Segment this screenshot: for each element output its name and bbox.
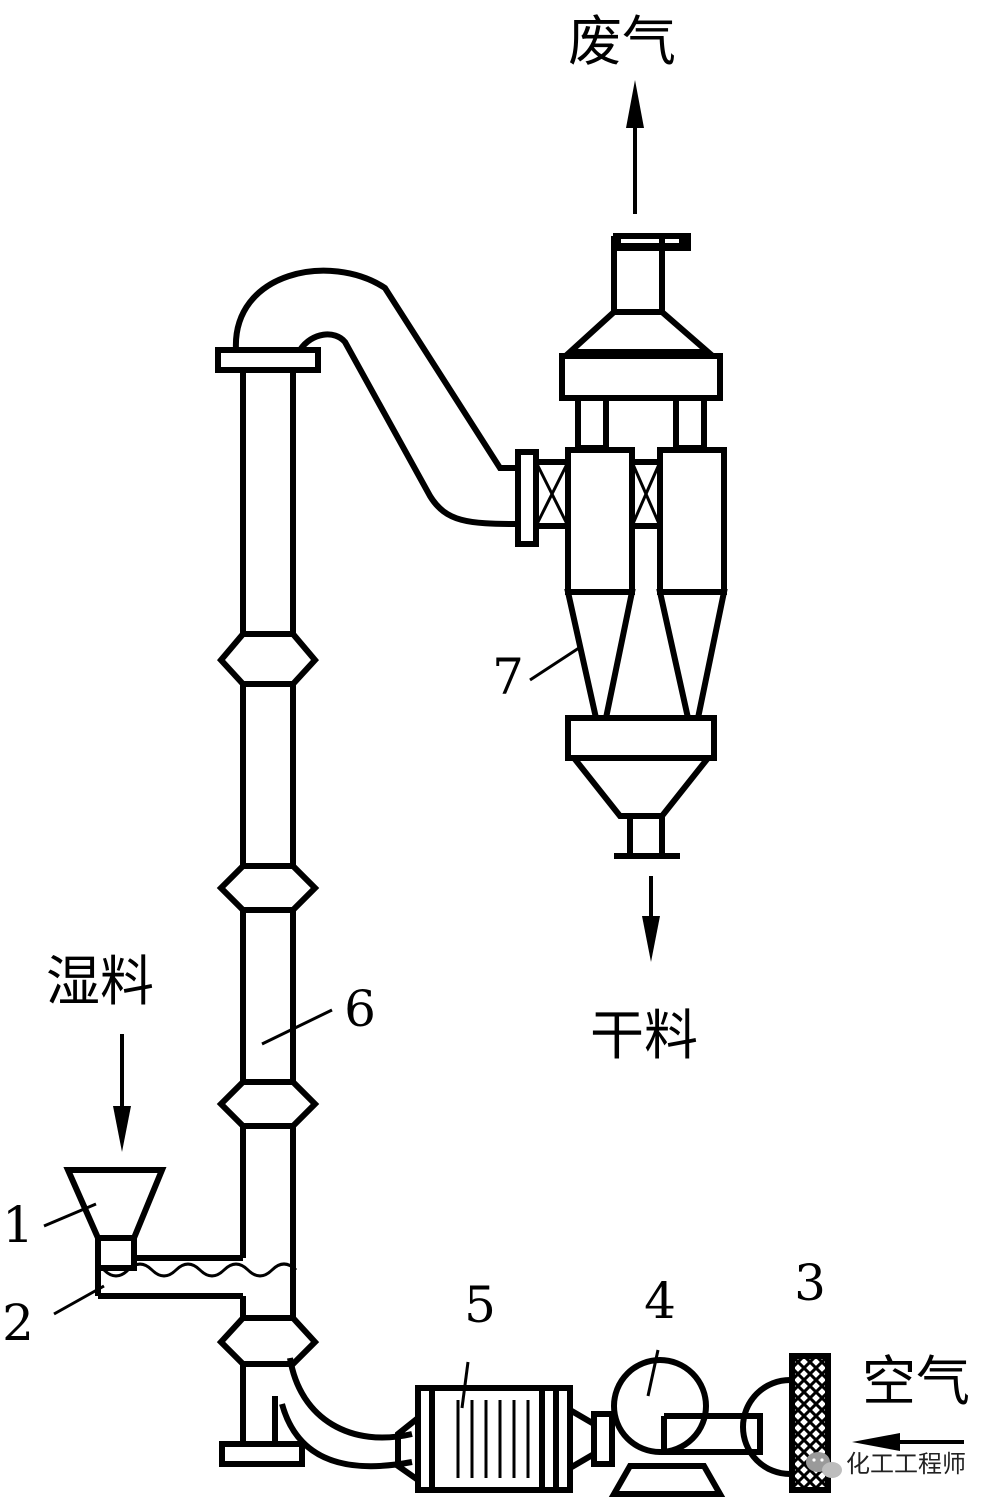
part-number-2: 2 xyxy=(2,1294,34,1352)
leader-line-1 xyxy=(43,1202,97,1228)
label-dry-material: 干料 xyxy=(590,1004,698,1067)
label-exhaust-gas: 废气 xyxy=(568,10,676,73)
wechat-watermark: 化工工程师 xyxy=(806,1450,966,1478)
part-number-6: 6 xyxy=(344,980,376,1038)
blower-fan xyxy=(608,1357,763,1497)
label-air: 空气 xyxy=(862,1350,970,1413)
watermark-text: 化工工程师 xyxy=(846,1450,966,1478)
leader-line-7 xyxy=(529,644,583,682)
screw-feeder xyxy=(95,1255,298,1299)
leader-line-6 xyxy=(261,1008,333,1046)
outlet-duct xyxy=(232,267,519,527)
cyclone-separator xyxy=(515,233,728,859)
leader-line-2 xyxy=(53,1284,105,1316)
part-number-3: 3 xyxy=(794,1254,826,1312)
leader-line-5 xyxy=(460,1361,470,1409)
part-number-4: 4 xyxy=(644,1272,676,1330)
inlet-elbow xyxy=(287,1357,413,1441)
air-inlet-arrow xyxy=(852,1433,964,1451)
feed-hopper xyxy=(63,1167,167,1271)
part-number-5: 5 xyxy=(464,1276,496,1334)
leader-line-4 xyxy=(646,1349,660,1397)
wechat-icon xyxy=(806,1452,842,1478)
dry-product-arrow xyxy=(642,876,660,962)
exhaust-arrow xyxy=(626,80,644,214)
air-heater xyxy=(395,1385,615,1493)
label-wet-material: 湿料 xyxy=(46,950,154,1013)
part-number-7: 7 xyxy=(492,648,524,706)
wet-feed-arrow xyxy=(113,1034,131,1152)
part-number-1: 1 xyxy=(2,1196,34,1254)
